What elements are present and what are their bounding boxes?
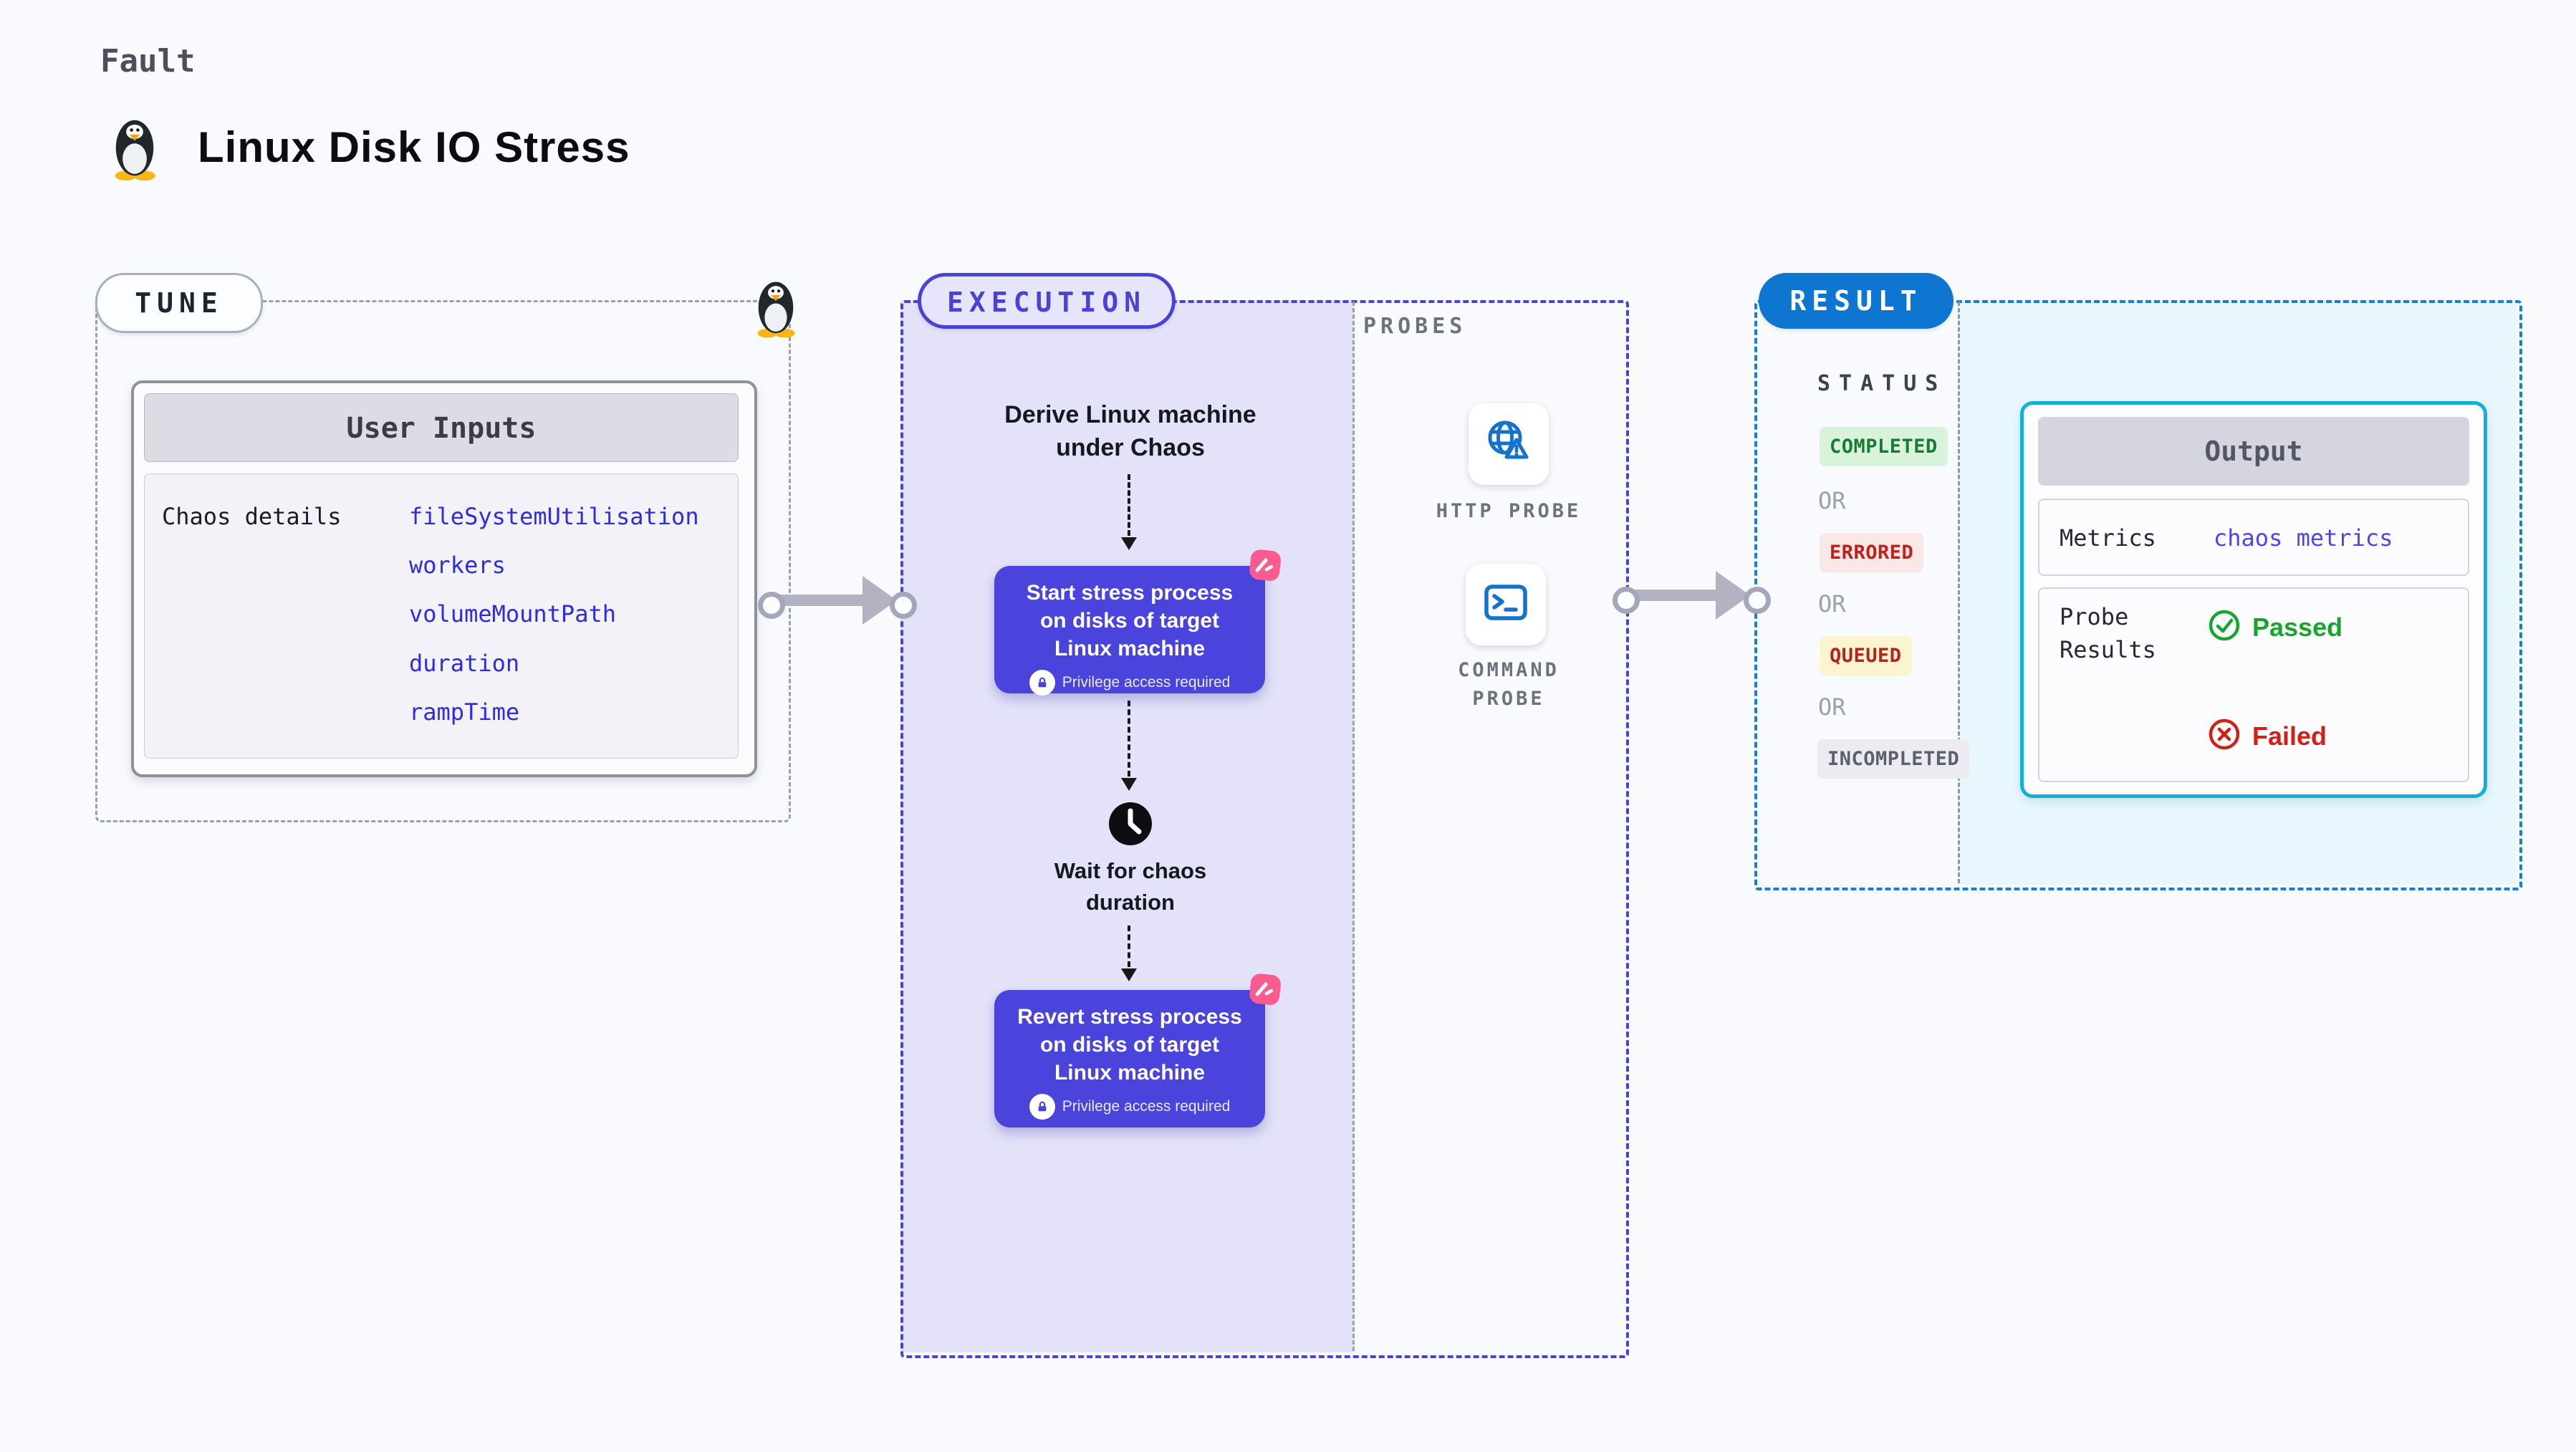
connector-node-icon [1613, 587, 1640, 614]
x-circle-icon [2208, 718, 2241, 754]
failed-label: Failed [2252, 721, 2327, 751]
chaos-details-label: Chaos details [162, 503, 342, 530]
http-probe-label: HTTP PROBE [1436, 500, 1582, 522]
start-stress-text: Start stress process on disks of target … [1026, 581, 1234, 660]
clock-icon [1108, 802, 1153, 846]
input-workers: workers [409, 552, 506, 579]
input-volumemountpath: volumeMountPath [409, 600, 616, 628]
wait-step-text: Wait for chaos duration [1054, 858, 1207, 915]
output-title: Output [2038, 417, 2469, 486]
input-ramptime: rampTime [409, 698, 520, 726]
failed-verdict: Failed [2208, 718, 2327, 754]
passed-verdict: Passed [2208, 609, 2342, 645]
flow-connector [1128, 701, 1130, 777]
flow-connector [1128, 474, 1130, 536]
status-badge-completed: COMPLETED [1820, 427, 1948, 466]
user-inputs-title: User Inputs [144, 393, 739, 462]
arrow-shaft [778, 595, 864, 606]
check-circle-icon [2208, 609, 2241, 645]
execution-section-box [900, 300, 1629, 1358]
fault-label: Fault [100, 43, 196, 80]
http-probe-card [1469, 403, 1549, 485]
terminal-icon [1481, 578, 1531, 632]
revert-stress-step: Revert stress process on disks of target… [994, 990, 1265, 1128]
tux-penguin-corner-icon [749, 274, 802, 338]
or-label: OR [1818, 590, 1846, 617]
flow-arrowhead-icon [1121, 537, 1137, 550]
status-badge-queued: QUEUED [1820, 636, 1912, 675]
lock-icon [1029, 670, 1055, 696]
arrow-shaft [1633, 590, 1717, 601]
probes-divider [1352, 302, 1355, 1351]
status-title: STATUS [1817, 371, 1947, 396]
page-title: Linux Disk IO Stress [198, 123, 630, 171]
probes-title: PROBES [1363, 314, 1467, 339]
tune-section-box [95, 300, 791, 822]
command-probe-card [1466, 564, 1546, 645]
metrics-row [2038, 499, 2469, 576]
status-badge-incompleted: INCOMPLETED [1817, 739, 1970, 779]
flow-arrowhead-icon [1121, 968, 1137, 981]
input-filesystemutilisation: fileSystemUtilisation [409, 503, 699, 530]
command-probe-label: COMMAND PROBE [1458, 659, 1559, 710]
tune-badge: TUNE [95, 273, 263, 333]
flow-arrowhead-icon [1121, 778, 1137, 791]
or-label: OR [1818, 487, 1846, 514]
metrics-label: Metrics [2060, 524, 2156, 552]
result-divider [1958, 302, 1960, 883]
chaos-spark-icon [1244, 546, 1284, 586]
privilege-note: Privilege access required [1062, 674, 1231, 691]
connector-node-icon [1744, 587, 1771, 614]
user-inputs-body [144, 473, 739, 759]
privilege-note: Privilege access required [1062, 1098, 1231, 1115]
metrics-value: chaos metrics [2214, 524, 2393, 552]
input-duration: duration [409, 650, 520, 677]
revert-stress-text: Revert stress process on disks of target… [1017, 1005, 1242, 1085]
flow-connector [1128, 925, 1130, 967]
lock-icon [1029, 1094, 1055, 1120]
passed-label: Passed [2252, 612, 2343, 642]
start-stress-step: Start stress process on disks of target … [994, 566, 1265, 696]
probe-results-row [2038, 587, 2469, 782]
tux-penguin-icon [106, 112, 163, 181]
derive-step-text: Derive Linux machine under Chaos [1004, 401, 1256, 461]
probe-results-label: Probe Results [2060, 603, 2156, 663]
result-badge: RESULT [1759, 273, 1953, 329]
or-label: OR [1818, 693, 1846, 721]
execution-badge: EXECUTION [918, 273, 1176, 329]
status-badge-errored: ERRORED [1820, 533, 1924, 572]
connector-node-icon [890, 592, 917, 619]
globe-alert-icon [1484, 418, 1534, 471]
chaos-spark-icon [1244, 970, 1284, 1010]
connector-node-icon [758, 592, 785, 619]
